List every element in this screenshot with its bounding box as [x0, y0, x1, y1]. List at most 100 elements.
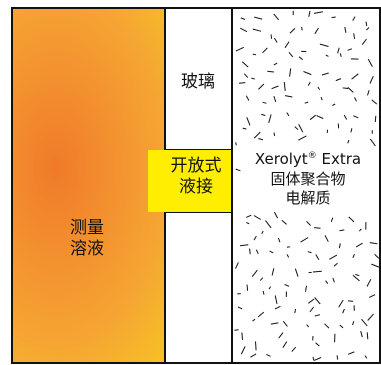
hatch-stroke — [282, 341, 288, 348]
hatch-stroke — [353, 33, 356, 39]
hatch-stroke — [367, 58, 373, 67]
hatch-stroke — [314, 27, 319, 35]
hatch-stroke — [361, 38, 367, 46]
measuring-solution-line1: 测量 — [70, 218, 104, 238]
hatch-stroke — [251, 77, 255, 80]
hatch-stroke — [274, 305, 281, 310]
hatch-stroke — [273, 132, 276, 137]
hatch-stroke — [342, 87, 349, 89]
hatch-stroke — [245, 95, 250, 101]
measuring-solution-label: 测量 溶液 — [52, 218, 122, 261]
hatch-stroke — [257, 311, 265, 318]
hatch-stroke — [374, 253, 380, 259]
hatch-stroke — [239, 244, 249, 247]
hatch-stroke — [255, 341, 257, 351]
hatch-stroke — [303, 71, 312, 76]
hatch-stroke — [338, 243, 341, 249]
hatch-stroke — [342, 308, 345, 314]
hatch-stroke — [314, 314, 321, 317]
registered-mark: ® — [307, 151, 317, 161]
hatch-stroke — [321, 72, 329, 76]
hatch-stroke — [252, 318, 256, 322]
hatch-stroke — [314, 11, 323, 14]
hatch-stroke — [273, 37, 278, 43]
hatch-stroke — [238, 82, 246, 84]
hatch-stroke — [339, 229, 345, 232]
open-junction-label: 开放式 液接 — [158, 156, 234, 199]
hatch-stroke — [369, 242, 378, 245]
hatch-stroke — [258, 83, 265, 90]
electrolyte-hatch-pattern — [234, 10, 380, 362]
hatch-stroke — [319, 43, 329, 47]
hatch-stroke — [371, 99, 378, 105]
hatch-stroke — [308, 10, 311, 17]
hatch-stroke — [364, 355, 368, 359]
hatch-stroke — [294, 268, 299, 277]
hatch-stroke — [314, 227, 321, 229]
hatch-stroke — [249, 248, 251, 255]
hatch-stroke — [309, 114, 317, 121]
hatch-stroke — [339, 53, 342, 57]
hatch-stroke — [366, 278, 372, 287]
hatch-stroke — [294, 126, 299, 131]
hatch-stroke — [312, 270, 322, 273]
hatch-stroke — [350, 128, 353, 133]
hatch-stroke — [265, 220, 272, 229]
hatch-stroke — [261, 230, 264, 235]
electrolyte-line3: 电解质 — [285, 189, 331, 207]
hatch-stroke — [246, 117, 251, 126]
hatch-stroke — [262, 101, 267, 104]
hatch-stroke — [339, 324, 344, 329]
hatch-stroke — [330, 217, 334, 222]
hatch-stroke — [317, 86, 321, 90]
hatch-stroke — [306, 220, 311, 226]
hatch-stroke — [288, 51, 294, 58]
hatch-stroke — [284, 284, 290, 287]
hatch-stroke — [313, 357, 322, 362]
hatch-stroke — [331, 16, 336, 19]
hatch-stroke — [294, 308, 297, 314]
hatch-stroke — [252, 53, 257, 56]
hatch-stroke — [337, 47, 340, 54]
hatch-stroke — [245, 214, 252, 218]
hatch-stroke — [352, 321, 355, 326]
glass-lower — [164, 211, 233, 364]
hatch-stroke — [262, 47, 268, 54]
hatch-stroke — [298, 124, 304, 133]
hatch-stroke — [351, 73, 359, 80]
hatch-stroke — [333, 262, 338, 267]
electrolyte-label: Xerolyt® Extra 固体聚合物 电解质 — [244, 150, 372, 209]
hatch-stroke — [371, 263, 380, 268]
electrolyte-line1: Xerolyt® Extra — [244, 150, 372, 170]
hatch-stroke — [369, 75, 374, 84]
hatch-stroke — [366, 27, 370, 31]
hatch-stroke — [251, 269, 258, 278]
hatch-stroke — [367, 313, 374, 321]
hatch-stroke — [332, 103, 336, 106]
open-junction-line1: 开放式 — [170, 156, 222, 176]
hatch-stroke — [262, 290, 265, 295]
hatch-stroke — [308, 298, 315, 304]
hatch-stroke — [281, 219, 287, 225]
hatch-stroke — [286, 254, 290, 258]
hatch-stroke — [352, 254, 355, 258]
hatch-stroke — [347, 87, 354, 93]
hatch-stroke — [270, 322, 279, 325]
hatch-stroke — [282, 320, 288, 327]
hatch-stroke — [242, 127, 247, 130]
hatch-stroke — [365, 21, 368, 27]
hatch-stroke — [307, 81, 311, 86]
hatch-stroke — [266, 353, 271, 357]
hatch-stroke — [361, 318, 368, 327]
hatch-stroke — [309, 306, 315, 313]
hatch-stroke — [291, 346, 297, 352]
hatch-stroke — [269, 250, 274, 254]
hatch-stroke — [352, 274, 360, 282]
hatch-stroke — [250, 353, 257, 358]
hatch-stroke — [261, 113, 266, 116]
hatch-stroke — [259, 277, 264, 281]
hatch-stroke — [314, 297, 321, 305]
hatch-stroke — [240, 27, 248, 33]
hatch-stroke — [273, 211, 279, 219]
